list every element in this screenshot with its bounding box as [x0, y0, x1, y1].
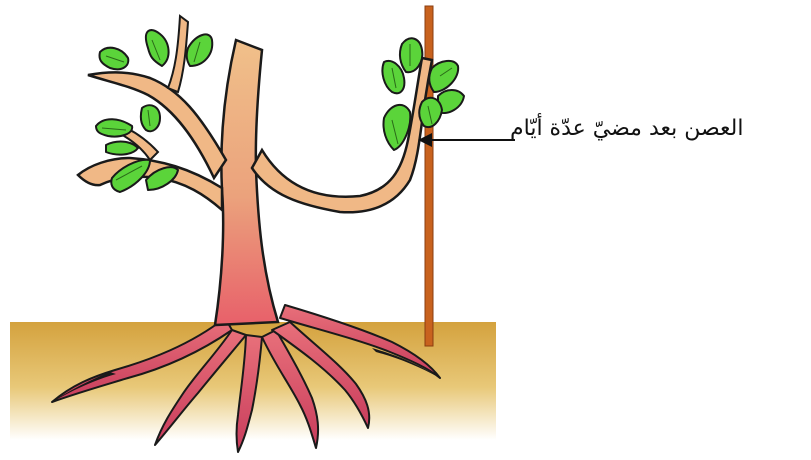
- leaf-right-2: [400, 38, 422, 72]
- leaf-left-2: [141, 105, 160, 131]
- branch-upper-twig: [168, 16, 188, 92]
- leaf-top-1: [146, 30, 169, 66]
- leaf-left-3: [106, 142, 138, 155]
- annotation-label: العصن بعد مضيّ عدّة أيّام: [510, 116, 802, 141]
- leaf-top-2: [187, 34, 213, 66]
- support-stake: [425, 6, 433, 346]
- leaf-right-6: [419, 98, 442, 127]
- leaf-left-1: [96, 119, 132, 136]
- leaf-right-3: [429, 61, 458, 92]
